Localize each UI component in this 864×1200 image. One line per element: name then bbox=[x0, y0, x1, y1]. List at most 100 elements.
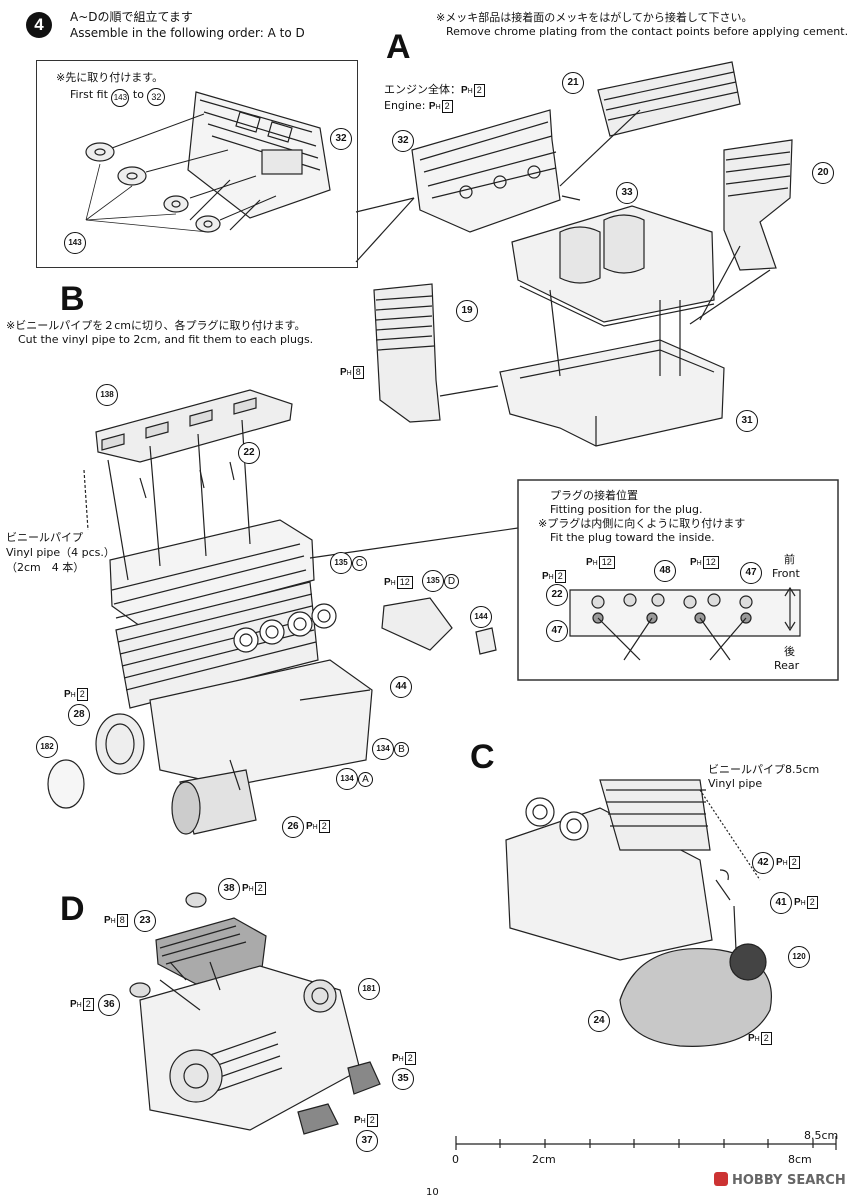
part-143-ref: 143 bbox=[111, 89, 130, 107]
part-134-a: 134 bbox=[336, 768, 358, 790]
part-32-a: 32 bbox=[392, 130, 414, 152]
ph-2-c24-num: 2 bbox=[760, 1032, 772, 1045]
section-d-drawing bbox=[129, 892, 381, 1135]
engine-jp-text: エンジン全体： bbox=[384, 83, 461, 96]
plug-box-title-jp: プラグの接着位置 bbox=[550, 489, 638, 502]
part-22-plug: 22 bbox=[546, 584, 568, 606]
vinyl-c-en: Vinyl pipe bbox=[708, 777, 763, 790]
engine-ph-num-en: 2 bbox=[441, 100, 453, 113]
part-32-inset: 32 bbox=[330, 128, 352, 150]
part-144: 144 bbox=[470, 606, 492, 628]
part-33: 33 bbox=[616, 182, 638, 204]
part-32-ref: 32 bbox=[147, 88, 166, 106]
scale-tick-0: 0 bbox=[452, 1153, 459, 1166]
part-22-b: 22 bbox=[238, 442, 260, 464]
section-c-letter: C bbox=[470, 738, 495, 776]
part-19: 19 bbox=[456, 300, 478, 322]
section-d-letter: D bbox=[60, 890, 85, 928]
scale-tick-8: 8cm bbox=[788, 1153, 812, 1166]
part-20: 20 bbox=[812, 162, 834, 184]
section-a-letter: A bbox=[386, 28, 411, 66]
plug-box-note-jp: ※プラグは内側に向くように取り付けます bbox=[538, 517, 746, 530]
ph-2-d35-num: 2 bbox=[404, 1052, 416, 1065]
step-number-badge: 4 bbox=[26, 12, 52, 38]
ph-2-b28-num: 2 bbox=[76, 688, 88, 701]
part-135-c: 135 bbox=[330, 552, 352, 574]
part-38: 38 bbox=[218, 878, 240, 900]
part-41: 41 bbox=[770, 892, 792, 914]
inset-frame bbox=[36, 60, 358, 268]
part-181: 181 bbox=[358, 978, 380, 1000]
sub-a: A bbox=[358, 772, 373, 787]
inset-note-to: to bbox=[132, 88, 144, 101]
inset-fittings-drawing bbox=[85, 113, 277, 233]
ph-2-c41-num: 2 bbox=[806, 896, 818, 909]
plug-box-drawing bbox=[569, 586, 801, 661]
section-b-drawing bbox=[47, 389, 519, 835]
part-37: 37 bbox=[356, 1130, 378, 1152]
ph-12-b-num: 12 bbox=[396, 576, 413, 589]
section-a-drawing bbox=[373, 61, 793, 447]
part-23: 23 bbox=[134, 910, 156, 932]
ph-2-plug-num: 2 bbox=[554, 570, 566, 583]
part-138: 138 bbox=[96, 384, 118, 406]
ph-8-d23-num: 8 bbox=[116, 914, 128, 927]
part-44: 44 bbox=[390, 676, 412, 698]
order-jp: A~Dの順で組立てます bbox=[70, 10, 193, 24]
vinyl-jp: ビニールパイプ bbox=[6, 531, 83, 544]
ph-2-d38-num: 2 bbox=[254, 882, 266, 895]
sub-b: B bbox=[394, 742, 409, 757]
vinyl-en: Vinyl pipe（4 pcs.） bbox=[6, 546, 115, 559]
ph-19-num: 8 bbox=[352, 366, 364, 379]
ph-2-d37-num: 2 bbox=[366, 1114, 378, 1127]
plug-box-note-en: Fit the plug toward the inside. bbox=[550, 531, 715, 544]
vinyl-c-jp: ビニールパイプ8.5cm bbox=[708, 763, 820, 776]
plug-box-frame bbox=[517, 479, 839, 681]
part-31: 31 bbox=[736, 410, 758, 432]
part-182: 182 bbox=[36, 736, 58, 758]
ph-2-c42-num: 2 bbox=[788, 856, 800, 869]
section-b-note-jp: ※ビニールパイプを２cmに切り、各プラグに取り付けます。 bbox=[6, 319, 306, 332]
part-134-b: 134 bbox=[372, 738, 394, 760]
part-48: 48 bbox=[654, 560, 676, 582]
chrome-note-jp: ※メッキ部品は接着面のメッキをはがしてから接着して下さい。 bbox=[436, 11, 753, 24]
section-b-note-en: Cut the vinyl pipe to 2cm, and fit them … bbox=[18, 333, 314, 346]
part-36: 36 bbox=[98, 994, 120, 1016]
watermark-text: HOBBY SEARCH bbox=[732, 1173, 846, 1188]
watermark: HOBBY SEARCH bbox=[714, 1172, 846, 1188]
ph-2-d36-num: 2 bbox=[82, 998, 94, 1011]
scale-bar bbox=[455, 1136, 837, 1150]
part-21: 21 bbox=[562, 72, 584, 94]
engine-en-text: Engine: bbox=[384, 99, 429, 112]
vinyl-size: （2cm 4 本） bbox=[6, 561, 85, 574]
watermark-logo-icon bbox=[714, 1172, 728, 1186]
part-24: 24 bbox=[588, 1010, 610, 1032]
inset-note-prefix: First fit bbox=[70, 88, 108, 101]
part-28: 28 bbox=[68, 704, 90, 726]
front-en: Front bbox=[772, 567, 800, 580]
inset-note-en: First fit 143 to 32 bbox=[70, 86, 166, 107]
inset-note-jp: ※先に取り付けます。 bbox=[56, 71, 164, 84]
front-jp: 前 bbox=[784, 553, 795, 566]
ph-12-plug-left-num: 12 bbox=[598, 556, 615, 569]
part-120: 120 bbox=[788, 946, 810, 968]
engine-ph-num-jp: 2 bbox=[473, 84, 485, 97]
